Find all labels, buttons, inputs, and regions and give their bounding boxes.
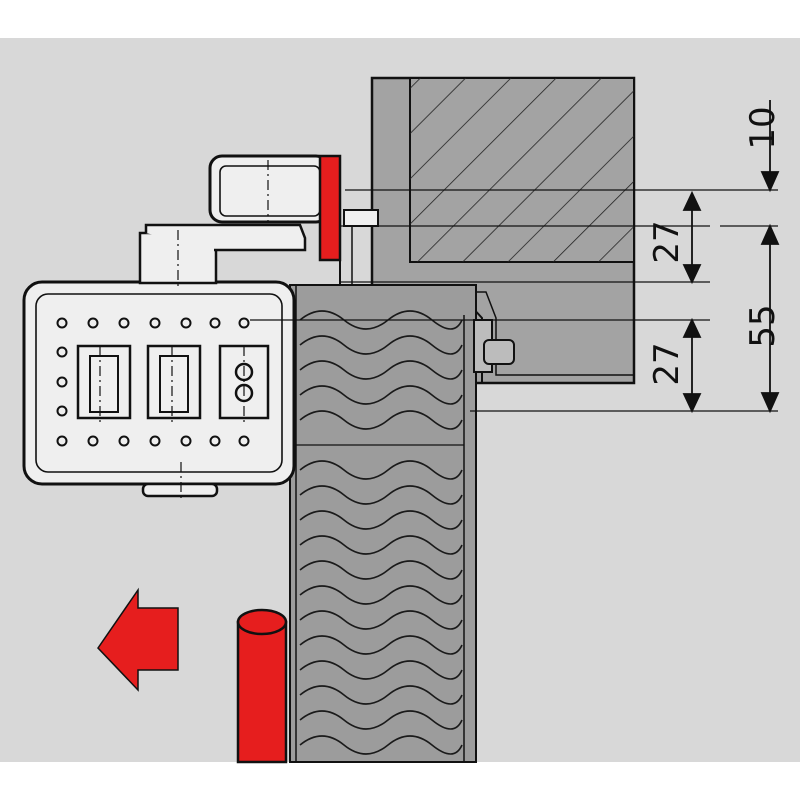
arrow-left-icon — [97, 587, 179, 692]
red-spacer-plate — [318, 154, 342, 262]
dimension-label-55: 55 — [743, 304, 783, 347]
spindle-cap — [141, 482, 219, 498]
red-pin — [236, 608, 288, 764]
frame-screw — [343, 209, 379, 227]
adjustment-slot-2 — [146, 344, 202, 420]
door-seal — [473, 319, 515, 373]
arm-shoe — [208, 154, 330, 224]
dimension-label-10: 10 — [743, 106, 783, 149]
adjustment-slot-1 — [76, 344, 132, 420]
dimension-label-27-bottom: 27 — [647, 342, 687, 385]
dimension-arrows — [682, 100, 780, 414]
frame-section — [339, 76, 636, 385]
center-lines — [99, 160, 269, 502]
fixing-hole-grid — [56, 317, 250, 447]
door-leaf — [289, 284, 477, 763]
extension-lines — [250, 189, 778, 412]
dimension-label-27-top: 27 — [647, 220, 687, 263]
